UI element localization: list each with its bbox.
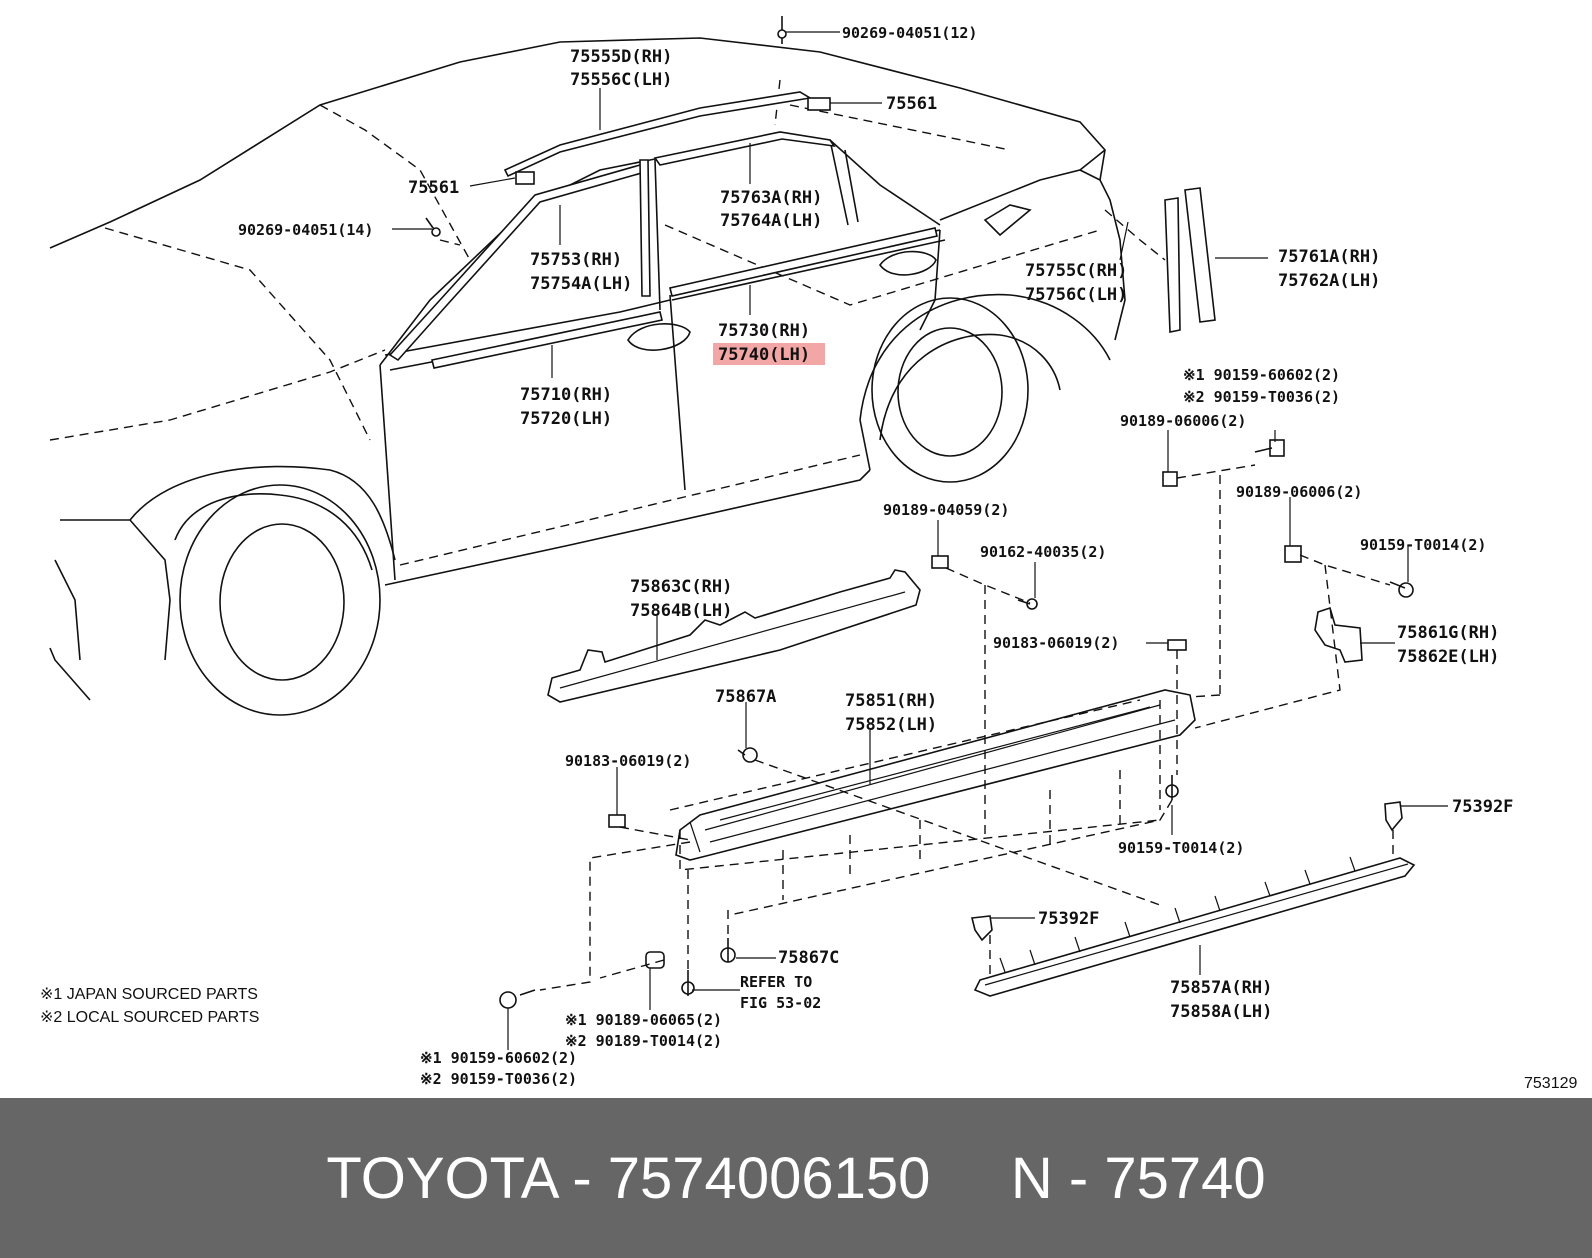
label-90183-06019-b: 90183-06019(2): [565, 752, 691, 770]
roof-molding: [503, 91, 813, 178]
note-japan-sourced: ※1 JAPAN SOURCED PARTS: [40, 986, 258, 1003]
label-90159-60602-right: ※1 90159-60602(2): [1183, 366, 1340, 384]
diagram-svg: 90269-04051(12) 75555D(RH) 75556C(LH) 75…: [40, 16, 1577, 1092]
label-90162-40035: 90162-40035(2): [980, 543, 1106, 561]
label-75764a: 75764A(LH): [720, 211, 822, 231]
label-75556c: 75556C(LH): [570, 70, 672, 90]
window-frame-moldings: [388, 131, 938, 369]
label-75561-left: 75561: [408, 178, 459, 198]
label-75720: 75720(LH): [520, 409, 612, 429]
note-local-sourced: ※2 LOCAL SOURCED PARTS: [40, 1009, 259, 1026]
label-75863c: 75863C(RH): [630, 577, 732, 597]
label-75851: 75851(RH): [845, 691, 937, 711]
label-90159-t0036-right: ※2 90159-T0036(2): [1183, 388, 1340, 406]
label-75755c: 75755C(RH): [1025, 261, 1127, 281]
legend-notes: ※1 JAPAN SOURCED PARTS ※2 LOCAL SOURCED …: [40, 986, 259, 1026]
label-90189-04059: 90189-04059(2): [883, 501, 1009, 519]
lower-molding-75857a: [973, 856, 1416, 997]
label-75392f-left: 75392F: [1038, 909, 1099, 929]
label-75730: 75730(RH): [718, 321, 810, 341]
label-90269-12: 90269-04051(12): [842, 24, 977, 42]
label-90159-t0014-a: 90159-T0014(2): [1360, 536, 1486, 554]
label-75861g: 75861G(RH): [1397, 623, 1499, 643]
label-90159-t0036-left: ※2 90159-T0036(2): [420, 1070, 577, 1088]
leader-lines: [392, 31, 1448, 1050]
label-75763a: 75763A(RH): [720, 188, 822, 208]
label-90189-06065: ※1 90189-06065(2): [565, 1011, 722, 1029]
label-75867a: 75867A: [715, 687, 776, 707]
label-75756c: 75756C(LH): [1025, 285, 1127, 305]
label-90189-06006-b: 90189-06006(2): [1236, 483, 1362, 501]
label-75754a: 75754A(LH): [530, 274, 632, 294]
highlight-box: [713, 343, 825, 365]
label-90189-06006-a: 90189-06006(2): [1120, 412, 1246, 430]
label-75862e: 75862E(LH): [1397, 647, 1499, 667]
label-90269-14: 90269-04051(14): [238, 221, 373, 239]
label-75710: 75710(RH): [520, 385, 612, 405]
label-75740: 75740(LH): [718, 345, 810, 365]
figure-number: 753129: [1524, 1075, 1577, 1092]
label-fig-53-02: FIG 53-02: [740, 994, 821, 1012]
label-75858a: 75858A(LH): [1170, 1002, 1272, 1022]
label-75857a: 75857A(RH): [1170, 978, 1272, 998]
label-75392f-right: 75392F: [1452, 797, 1513, 817]
label-75561-top: 75561: [886, 94, 937, 114]
label-75753: 75753(RH): [530, 250, 622, 270]
upper-rocker-panel-75863c: [547, 569, 921, 703]
label-75762a: 75762A(LH): [1278, 271, 1380, 291]
assembly-lines: [539, 464, 1394, 991]
label-75761a: 75761A(RH): [1278, 247, 1380, 267]
bracket-75861g: [1314, 606, 1363, 663]
label-90159-60602-left: ※1 90159-60602(2): [420, 1049, 577, 1067]
rear-pillar-garnish: [1164, 187, 1216, 333]
footer-bar: TOYOTA - 7574006150 N - 75740: [0, 1098, 1592, 1258]
label-75867c: 75867C: [778, 948, 839, 968]
part-labels: 90269-04051(12) 75555D(RH) 75556C(LH) 75…: [238, 24, 1513, 1088]
footer-part-number: TOYOTA - 7574006150 N - 75740: [326, 1145, 1266, 1211]
label-75555d: 75555D(RH): [570, 47, 672, 67]
rocker-molding-75851: [675, 689, 1196, 861]
label-90183-06019-a: 90183-06019(2): [993, 634, 1119, 652]
label-75852: 75852(LH): [845, 715, 937, 735]
label-90159-t0014-b: 90159-T0014(2): [1118, 839, 1244, 857]
label-90189-t0014: ※2 90189-T0014(2): [565, 1032, 722, 1050]
fasteners: [499, 439, 1414, 1009]
label-refer-to: REFER TO: [740, 973, 812, 991]
parts-diagram: 90269-04051(12) 75555D(RH) 75556C(LH) 75…: [40, 16, 1578, 1092]
label-75864b: 75864B(LH): [630, 601, 732, 621]
roof-clips: [425, 16, 831, 237]
